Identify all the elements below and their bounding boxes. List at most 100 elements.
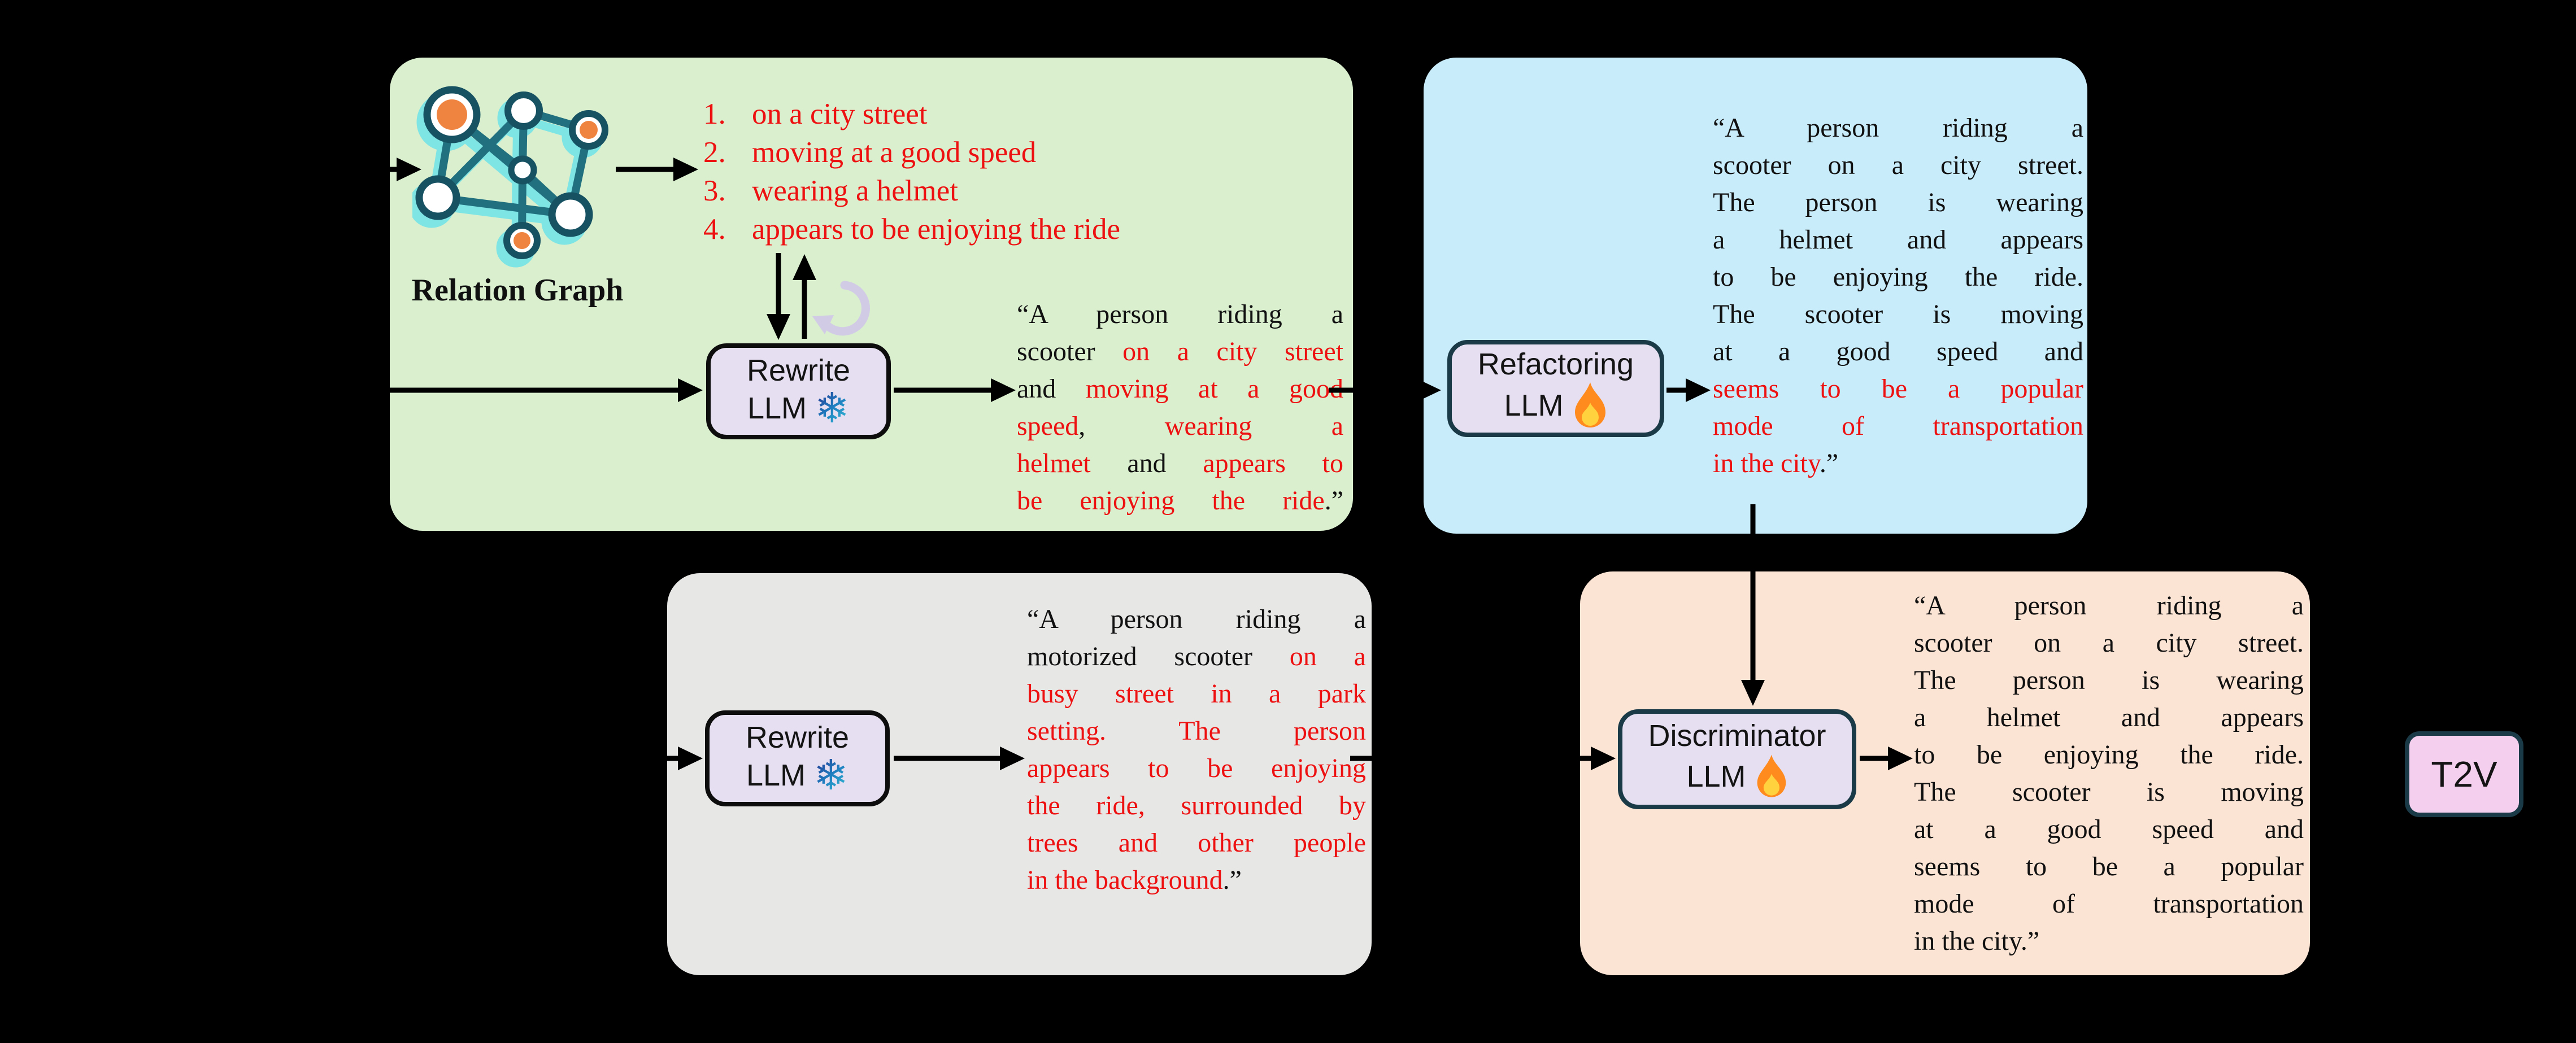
quote-line: “A person riding a <box>1027 601 1366 638</box>
quote-segment: .” <box>1222 865 1242 895</box>
quote-segment: at a good speed and <box>1713 337 2083 366</box>
refactoring-llm-label-line2: LLM <box>1504 389 1564 422</box>
refactoring-llm-box: Refactoring LLM <box>1447 340 1664 437</box>
quote-segment: mode of transportation <box>1713 411 2083 441</box>
quote-segment: wearing a <box>1164 411 1343 441</box>
quote-line: The scooter is moving <box>1713 296 2083 333</box>
rewrite-llm-label-line1: Rewrite <box>746 353 851 387</box>
quote-segment: to be enjoying the ride. <box>1914 740 2304 770</box>
quote-segment: speed <box>1017 411 1079 441</box>
rewritten-caption-text: “A person riding a scooter on a city stre… <box>1017 296 1343 520</box>
quote-line: The person is wearing <box>1713 184 2083 221</box>
list-item-number: 4. <box>703 213 726 246</box>
list-item-number: 2. <box>703 136 726 169</box>
quote-line: scooter on a city street. <box>1914 625 2304 662</box>
quote-segment: The scooter is moving <box>1713 299 2083 329</box>
quote-segment: on a city street <box>1122 337 1343 366</box>
final-caption-text: “A person riding a scooter on a city stre… <box>1914 587 2304 960</box>
snowflake-icon: ❄ <box>813 751 849 800</box>
quote-line: in the city.” <box>1914 923 2304 960</box>
rewrite-llm-box-2: Rewrite LLM ❄ <box>705 710 890 806</box>
snowflake-icon: ❄ <box>815 384 850 433</box>
list-item: 3.wearing a helmet <box>703 172 1353 210</box>
quote-line: The scooter is moving <box>1914 774 2304 811</box>
quote-segment: seems to be a popular <box>1914 852 2304 881</box>
quote-line: “A person riding a <box>1017 296 1343 333</box>
quote-segment: motorized scooter <box>1027 641 1290 671</box>
rewrite-llm2-label-line1: Rewrite <box>745 720 850 754</box>
quote-line: be enjoying the ride.” <box>1017 482 1343 520</box>
list-item-text: appears to be enjoying the ride <box>752 213 1120 246</box>
quote-segment: on a <box>1289 641 1366 671</box>
list-item-text: wearing a helmet <box>752 174 958 207</box>
quote-segment: setting. The person <box>1027 716 1366 746</box>
quote-line: in the background.” <box>1027 862 1366 899</box>
quote-line: at a good speed and <box>1914 811 2304 848</box>
quote-segment: trees and other people <box>1027 828 1366 858</box>
relation-graph-label: Relation Graph <box>411 273 624 308</box>
quote-segment: busy street in a park <box>1027 679 1366 709</box>
quote-line: seems to be a popular <box>1914 848 2304 885</box>
quote-segment: and <box>1127 448 1203 478</box>
fire-icon <box>1574 382 1605 428</box>
fire-icon <box>1757 754 1786 797</box>
quote-segment: appears to be enjoying <box>1027 753 1366 783</box>
quote-segment: The person is wearing <box>1713 187 2083 217</box>
quote-line: and moving at a good <box>1017 370 1343 408</box>
quote-line: scooter on a city street. <box>1713 147 2083 184</box>
list-item-number: 1. <box>703 98 726 130</box>
refactoring-llm-label-line1: Refactoring <box>1477 347 1634 381</box>
quote-segment: scooter on a city street. <box>1914 628 2304 658</box>
t2v-label: T2V <box>2431 754 2497 795</box>
quote-line: speed, wearing a <box>1017 408 1343 445</box>
quote-line: in the city.” <box>1713 445 2083 482</box>
quote-line: busy street in a park <box>1027 675 1366 713</box>
quote-line: mode of transportation <box>1713 408 2083 445</box>
quote-segment: in the city.” <box>1914 926 2040 956</box>
t2v-model-box: T2V <box>2405 731 2523 817</box>
quote-segment: be enjoying the ride <box>1017 486 1325 516</box>
refactoring-panel <box>1424 58 2087 534</box>
quote-segment: in the background <box>1027 865 1223 895</box>
discriminator-llm-label-line1: Discriminator <box>1648 719 1826 753</box>
quote-segment: “A person riding a <box>1713 113 2083 143</box>
quote-segment: a helmet and appears <box>1914 702 2304 732</box>
list-item: 4. appears to be enjoying the ride <box>703 210 1353 248</box>
quote-segment: the ride, surrounded by <box>1027 791 1366 821</box>
quote-line: trees and other people <box>1027 824 1366 862</box>
quote-segment: “A person riding a <box>1017 299 1343 329</box>
quote-segment: “A person riding a <box>1914 591 2304 621</box>
quote-segment: “A person riding a <box>1027 604 1366 634</box>
quote-line: setting. The person <box>1027 713 1366 750</box>
discriminator-llm-label-line2: LLM <box>1686 759 1746 793</box>
quote-segment: seems to be a popular <box>1713 374 2083 404</box>
quote-segment: helmet <box>1017 448 1128 478</box>
quote-segment: and <box>1017 374 1086 404</box>
quote-line: to be enjoying the ride. <box>1914 736 2304 774</box>
quote-line: motorized scooter on a <box>1027 638 1366 675</box>
quote-line: appears to be enjoying <box>1027 750 1366 787</box>
quote-segment: at a good speed and <box>1914 814 2304 844</box>
quote-segment: scooter <box>1017 337 1123 366</box>
quote-segment: appears to <box>1203 448 1344 478</box>
quote-segment: The scooter is moving <box>1914 777 2304 807</box>
quote-segment: The person is wearing <box>1914 665 2304 695</box>
list-item-text: moving at a good speed <box>752 136 1037 169</box>
quote-segment: , <box>1078 411 1165 441</box>
quote-segment: moving at a good <box>1085 374 1343 404</box>
rewrite-llm-label-line2: LLM <box>747 391 807 425</box>
list-item: 2. moving at a good speed <box>703 133 1353 172</box>
quote-line: the ride, surrounded by <box>1027 787 1366 824</box>
refactored-caption-text: “A person riding a scooter on a city stre… <box>1713 110 2083 482</box>
list-item-text: on a city street <box>752 98 928 130</box>
rewrite-llm-box: Rewrite LLM ❄ <box>706 343 891 439</box>
quote-segment: mode of transportation <box>1914 889 2304 919</box>
quote-line: at a good speed and <box>1713 333 2083 370</box>
quote-line: The person is wearing <box>1914 662 2304 699</box>
quote-line: a helmet and appears <box>1914 699 2304 736</box>
quote-segment: scooter on a city street. <box>1713 150 2083 180</box>
quote-line: “A person riding a <box>1914 587 2304 625</box>
baseline-caption-text: “A person riding a motorized scooter on a… <box>1027 601 1366 899</box>
quote-segment: a helmet and appears <box>1713 225 2083 255</box>
